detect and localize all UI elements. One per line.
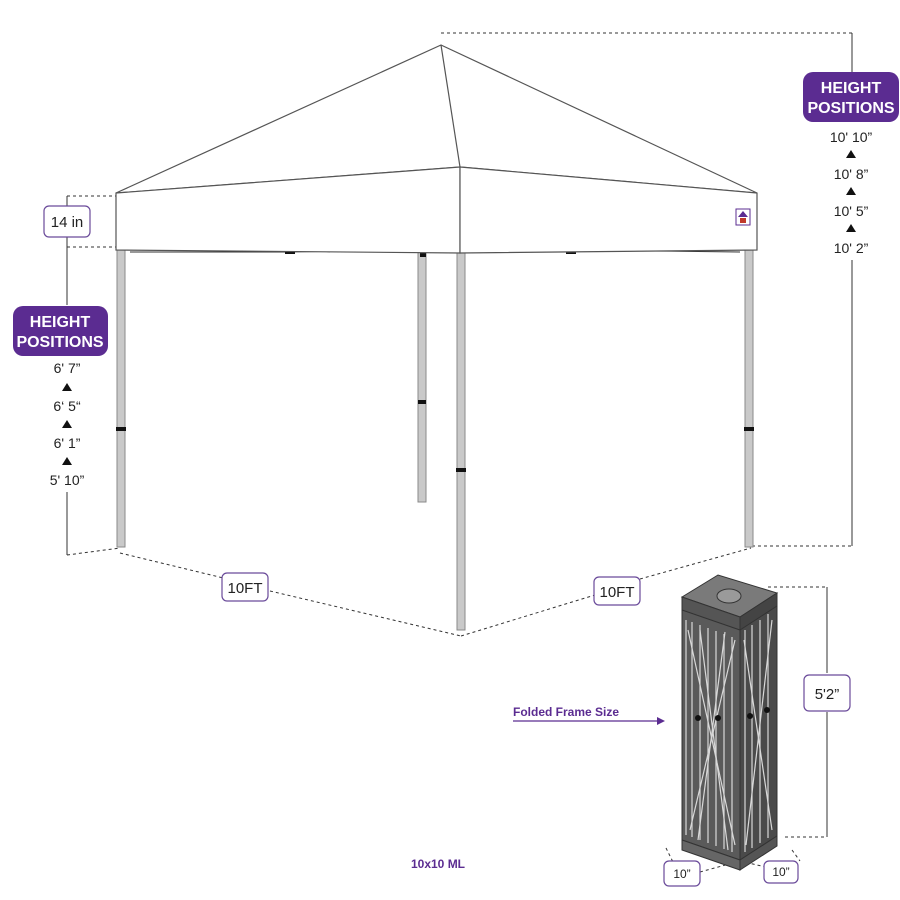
up-arrow-icon [62,383,72,391]
folded-width-left-label: 10” [673,867,690,881]
front-right-leg [744,249,754,548]
right-height-value: 10' 8” [834,166,869,182]
left-height-badge [13,306,108,356]
dimension-guides [66,32,853,637]
left-height-value: 6‘ 5“ [53,398,81,414]
folded-width-right-label: 10” [772,865,789,879]
right-height-title-2: POSITIONS [807,100,894,117]
front-left-leg [116,249,126,548]
folded-height-dimension: 5'2” [803,674,851,712]
left-height-value: 6' 7” [54,360,81,376]
right-height-title-1: HEIGHT [821,80,882,97]
right-height-positions: HEIGHT POSITIONS 10' 10” 10' 8” 10' 5” 1… [803,72,899,256]
folded-width-right-dimension: 10” [763,860,799,884]
up-arrow-icon [846,187,856,195]
width-left-dimension: 10FT [221,572,269,602]
valance-height-label: 14 in [51,214,84,231]
folded-frame-label: Folded Frame Size [513,705,619,719]
folded-frame [665,574,828,873]
left-height-value: 5' 10” [50,472,85,488]
up-arrow-icon [846,224,856,232]
up-arrow-icon [62,457,72,465]
right-height-value: 10' 10” [830,129,873,145]
front-center-leg [456,249,466,631]
arrow-right-icon [657,717,665,725]
folded-width-left-dimension: 10” [663,860,701,887]
right-height-value: 10' 2” [834,240,869,256]
up-arrow-icon [846,150,856,158]
model-caption: 10x10 ML [411,857,465,871]
valance-dimension: 14 in [43,205,91,238]
canopy-tent [115,44,758,631]
right-height-value: 10' 5” [834,203,869,219]
left-height-positions: HEIGHT POSITIONS 6' 7” 6‘ 5“ 6' 1” 5' 10… [13,306,108,488]
left-height-value: 6' 1” [54,435,81,451]
brand-logo-icon [735,208,751,226]
right-height-badge [803,72,899,122]
folded-frame-label-group: Folded Frame Size [513,705,665,725]
width-right-dimension: 10FT [593,576,641,606]
left-height-title-2: POSITIONS [16,334,103,351]
left-height-title-1: HEIGHT [30,314,91,331]
up-arrow-icon [62,420,72,428]
folded-height-label: 5'2” [815,686,840,703]
width-left-label: 10FT [227,580,262,597]
back-left-leg [417,251,427,503]
width-right-label: 10FT [599,584,634,601]
